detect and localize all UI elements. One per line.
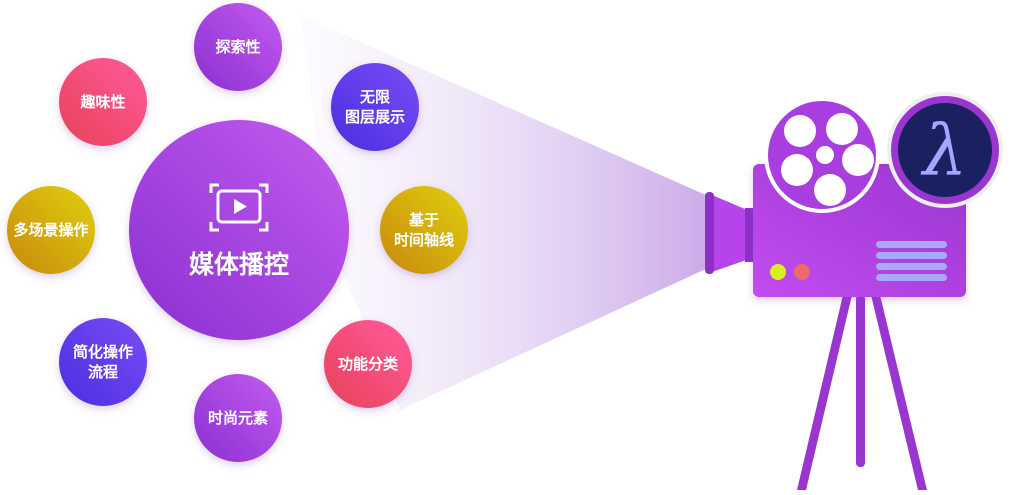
feature-circle-bg xyxy=(7,186,95,274)
feature-label: 简化操作 xyxy=(73,343,133,361)
tripod xyxy=(797,295,927,490)
feature-circle-bg xyxy=(59,318,147,406)
feature-label: 探索性 xyxy=(215,38,260,56)
feature-circle-explore[interactable]: 探索性 xyxy=(194,3,282,91)
feature-circle-bg xyxy=(324,320,412,408)
feature-label: 时间轴线 xyxy=(394,231,454,249)
feature-circle-fashion[interactable]: 时尚元素 xyxy=(194,374,282,462)
projector: λ xyxy=(705,92,1003,490)
vent-grille xyxy=(876,241,947,281)
feature-label: 图层展示 xyxy=(345,108,405,126)
center-circle[interactable]: 媒体播控 xyxy=(129,120,349,340)
feature-label: 趣味性 xyxy=(79,93,125,111)
feature-label: 无限 xyxy=(359,88,390,106)
logo-glyph: λ xyxy=(920,110,967,192)
feature-circle-bg xyxy=(331,63,419,151)
feature-circle-bg xyxy=(194,3,282,91)
feature-circle-bg xyxy=(59,58,147,146)
projector-lens xyxy=(712,195,752,272)
feature-circle-multi-scene[interactable]: 多场景操作 xyxy=(7,186,95,274)
feature-circle-bg xyxy=(194,374,282,462)
film-reel-icon xyxy=(764,97,880,213)
feature-label: 多场景操作 xyxy=(13,221,88,239)
feature-circle-bg xyxy=(380,186,468,274)
center-label: 媒体播控 xyxy=(189,250,289,279)
indicator-light-yellow xyxy=(770,264,786,280)
feature-circle-categories[interactable]: 功能分类 xyxy=(324,320,412,408)
feature-label: 功能分类 xyxy=(338,355,399,373)
feature-circle-fun[interactable]: 趣味性 xyxy=(59,58,147,146)
logo-badge: λ xyxy=(887,92,1003,208)
play-screen-icon xyxy=(209,183,269,232)
indicator-light-red xyxy=(794,264,810,280)
feature-label: 时尚元素 xyxy=(208,409,268,427)
feature-label: 流程 xyxy=(88,363,118,381)
feature-label: 基于 xyxy=(408,211,439,229)
